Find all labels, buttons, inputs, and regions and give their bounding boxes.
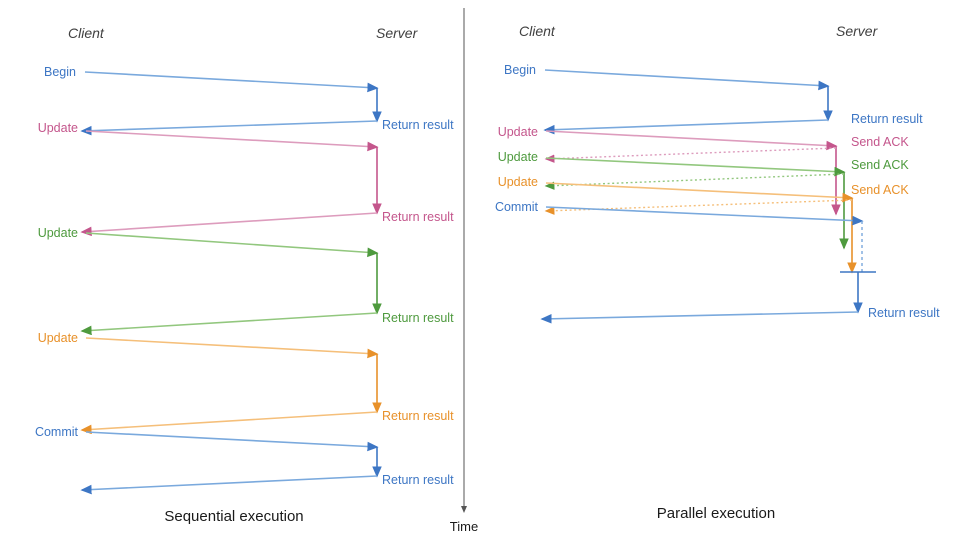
sequential-msg-3-orange-client-label: Update bbox=[38, 331, 78, 345]
time-axis-label: Time bbox=[450, 519, 478, 534]
sequential-msg-2-green-server-label: Return result bbox=[382, 311, 454, 325]
parallel-msg-1-pink-ack-arrow bbox=[544, 147, 837, 163]
sequential-msg-2-green-client-label: Update bbox=[38, 226, 78, 240]
parallel-msg-2-green-ack-arrow bbox=[544, 173, 845, 190]
sequential-msg-3-orange-server-label: Return result bbox=[382, 409, 454, 423]
parallel-msg-4-blue-server-label: Return result bbox=[868, 306, 940, 320]
parallel-msg-3-orange-server-label: Send ACK bbox=[851, 183, 909, 197]
sequential-msg-4-blue-client-label: Commit bbox=[35, 425, 79, 439]
sequential-msg-4-blue-reply-arrow bbox=[80, 475, 378, 495]
parallel-msg-3-orange-client-label: Update bbox=[498, 175, 538, 189]
parallel-msg-2-green-client-label: Update bbox=[498, 150, 538, 164]
parallel-msg-2-green-request-arrow bbox=[545, 157, 846, 177]
sequential-msg-1-pink-client-label: Update bbox=[38, 121, 78, 135]
panel-caption-parallel: Parallel execution bbox=[657, 505, 775, 522]
lane-title-client-sequential: Client bbox=[68, 25, 105, 41]
sequential-msg-0-blue-reply-arrow bbox=[80, 120, 378, 136]
parallel-msg-3-orange-ack-arrow bbox=[544, 199, 853, 215]
sequential-msg-3-orange-request-arrow bbox=[85, 337, 379, 359]
lane-title-client-parallel: Client bbox=[519, 23, 556, 39]
parallel-msg-1-pink-server-label: Send ACK bbox=[851, 135, 909, 149]
parallel-msg-1-pink-request-arrow bbox=[545, 130, 838, 151]
parallel-msg-4-blue-client-label: Commit bbox=[495, 200, 539, 214]
sequential-msg-0-blue-request-arrow bbox=[84, 71, 379, 93]
sequential-msg-0-blue-server-label: Return result bbox=[382, 118, 454, 132]
sequential-msg-1-pink-reply-arrow bbox=[80, 212, 378, 237]
sequential-msg-2-green-reply-arrow bbox=[80, 312, 378, 336]
parallel-msg-0-blue-server-label: Return result bbox=[851, 112, 923, 126]
parallel-msg-4-blue-request-arrow bbox=[545, 206, 864, 226]
parallel-msg-1-pink-client-label: Update bbox=[498, 125, 538, 139]
parallel-msg-3-orange-request-arrow bbox=[545, 182, 854, 203]
sequential-msg-4-blue-request-arrow bbox=[85, 431, 379, 452]
lane-title-server-parallel: Server bbox=[836, 23, 879, 39]
sequential-msg-1-pink-request-arrow bbox=[85, 130, 379, 152]
parallel-msg-2-green-server-label: Send ACK bbox=[851, 158, 909, 172]
sequential-msg-4-blue-server-label: Return result bbox=[382, 473, 454, 487]
parallel-msg-0-blue-client-label: Begin bbox=[504, 63, 536, 77]
sequential-msg-0-blue-client-label: Begin bbox=[44, 65, 76, 79]
sequential-msg-3-orange-reply-arrow bbox=[80, 411, 378, 435]
parallel-msg-0-blue-reply-arrow bbox=[543, 119, 829, 135]
parallel-msg-4-blue-reply-arrow bbox=[540, 311, 859, 324]
parallel-msg-0-blue-request-arrow bbox=[544, 69, 830, 91]
sequential-msg-1-pink-server-label: Return result bbox=[382, 210, 454, 224]
sequential-msg-2-green-request-arrow bbox=[85, 232, 379, 258]
lane-title-server-sequential: Server bbox=[376, 25, 419, 41]
panel-caption-sequential: Sequential execution bbox=[164, 508, 303, 525]
